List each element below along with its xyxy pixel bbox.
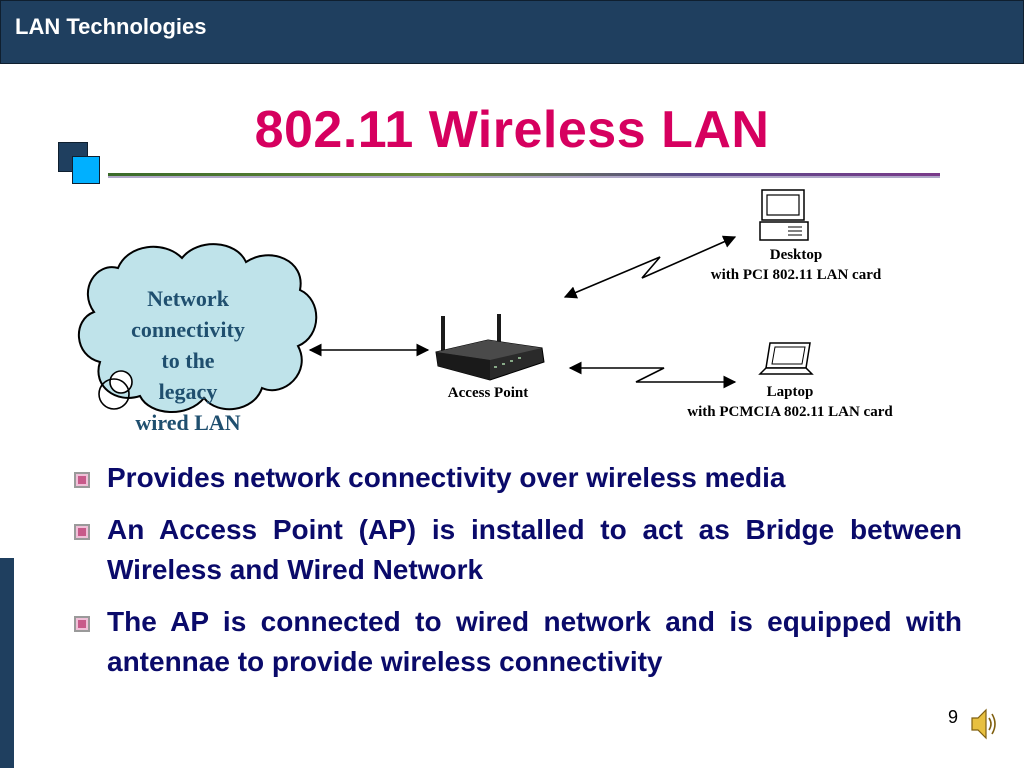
cloud-label-line: legacy [158, 379, 218, 404]
title-underline [108, 173, 940, 176]
left-accent-bar [0, 558, 14, 768]
laptop-label: Laptop with PCMCIA 802.11 LAN card [660, 382, 920, 422]
laptop-label-line: Laptop [766, 384, 814, 400]
desktop-computer-icon [759, 189, 809, 241]
desktop-label-line: Desktop [769, 247, 823, 263]
wireless-link-laptop [568, 361, 737, 389]
square-bullet-icon [74, 472, 90, 488]
desktop-label: Desktop with PCI 802.11 LAN card [680, 245, 912, 285]
cloud-label: Network connectivity to the legacy wired… [118, 283, 258, 438]
access-point-label: Access Point [447, 385, 529, 401]
bullet-text: The AP is connected to wired network and… [107, 606, 962, 677]
desktop-label-line: with PCI 802.11 LAN card [710, 267, 882, 283]
cloud-shape [78, 243, 318, 413]
cloud-label-line: connectivity [131, 317, 245, 342]
laptop-label-line: with PCMCIA 802.11 LAN card [687, 404, 893, 420]
bullet-item: An Access Point (AP) is installed to act… [70, 510, 962, 590]
bullet-item: The AP is connected to wired network and… [70, 602, 962, 682]
cloud-label-line: to the [161, 348, 215, 373]
square-bullet-icon [74, 524, 90, 540]
title-underline-shadow [108, 176, 940, 178]
slide-title: 802.11 Wireless LAN [254, 101, 770, 159]
header-title: LAN Technologies [15, 14, 207, 39]
page-number: 9 [948, 707, 959, 727]
wireless-link-desktop [563, 235, 737, 299]
bullet-item: Provides network connectivity over wirel… [70, 458, 962, 498]
cloud-label-line: wired LAN [135, 410, 241, 435]
laptop-icon [758, 342, 814, 375]
bullet-text: An Access Point (AP) is installed to act… [107, 514, 962, 585]
bullet-text: Provides network connectivity over wirel… [107, 462, 786, 493]
speaker-icon[interactable] [970, 704, 998, 744]
wireless-router-icon [435, 314, 545, 381]
slide-header: LAN Technologies [0, 0, 1024, 64]
bullet-list: Provides network connectivity over wirel… [70, 458, 962, 694]
square-bullet-icon [74, 616, 90, 632]
logo-square-light [72, 156, 100, 184]
cloud-label-line: Network [147, 286, 229, 311]
